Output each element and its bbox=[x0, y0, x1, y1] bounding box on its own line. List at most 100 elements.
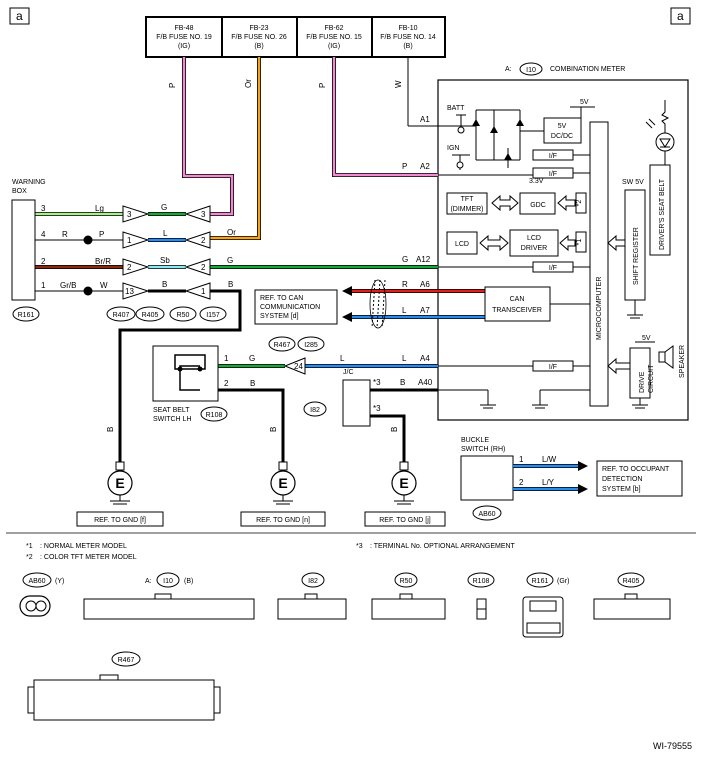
pin-label-a2: A2 bbox=[420, 162, 430, 171]
wb-pin-1: 1 bbox=[41, 281, 46, 290]
wire-label-b-4: B bbox=[250, 379, 255, 388]
wire-p-fb62 bbox=[332, 57, 438, 177]
svg-text:E: E bbox=[115, 475, 124, 491]
wire-label-g-4: G bbox=[249, 354, 255, 363]
connector-view-ab60: AB60 (Y) bbox=[19, 572, 64, 617]
wire-label-b-1: B bbox=[162, 280, 167, 289]
svg-text:*2: *2 bbox=[576, 200, 583, 207]
svg-text:R405: R405 bbox=[623, 578, 640, 585]
connector-view-r161: R161 (Gr) bbox=[522, 572, 569, 638]
wire-label-l-1: L bbox=[163, 229, 168, 238]
svg-text:5V: 5V bbox=[642, 335, 651, 342]
wire-label-w-1: W bbox=[394, 80, 403, 88]
svg-text:DRIVER: DRIVER bbox=[521, 245, 547, 252]
fuse-3-name: F/B FUSE NO. 15 bbox=[306, 34, 362, 41]
ground-n: E REF. TO GND [n] bbox=[240, 461, 326, 527]
svg-text:MICROCOMPUTER: MICROCOMPUTER bbox=[596, 277, 603, 340]
connector-view-i10: A: I10 (B) bbox=[83, 572, 255, 620]
svg-text:R407: R407 bbox=[113, 312, 130, 319]
svg-text:E: E bbox=[399, 475, 408, 491]
svg-text:R467: R467 bbox=[118, 657, 135, 664]
svg-text:I82: I82 bbox=[308, 578, 318, 585]
pin-label-a7: A7 bbox=[420, 306, 430, 315]
wire-label-or-2: Or bbox=[227, 228, 236, 237]
sb-pin-1: 1 bbox=[224, 354, 229, 363]
fuse-1-sub: (IG) bbox=[178, 43, 190, 50]
svg-text:I285: I285 bbox=[304, 342, 318, 349]
connector-view-r50: R50 bbox=[371, 572, 446, 620]
fuse-1-id: FB-48 bbox=[174, 25, 193, 32]
wire-label-l-3: L bbox=[340, 354, 345, 363]
svg-text:R405: R405 bbox=[142, 312, 159, 319]
wire-label-g-2: G bbox=[227, 256, 233, 265]
wire-label-b-3: B bbox=[106, 427, 115, 432]
wire-label-p-3: P bbox=[402, 162, 407, 171]
fuse-3-sub: (IG) bbox=[328, 43, 340, 50]
svg-text:2: 2 bbox=[127, 263, 132, 272]
warning-box bbox=[11, 199, 36, 301]
svg-text:TRANSCEIVER: TRANSCEIVER bbox=[492, 307, 542, 314]
svg-text:L/W: L/W bbox=[542, 455, 557, 464]
connector-right: 3 2 2 1 bbox=[184, 205, 211, 300]
jc-label: J/C bbox=[343, 369, 354, 376]
svg-text:BUCKLE: BUCKLE bbox=[461, 437, 489, 444]
fuse-2-name: F/B FUSE NO. 26 bbox=[231, 34, 287, 41]
svg-text:TFT: TFT bbox=[461, 196, 475, 203]
svg-text:1: 1 bbox=[127, 236, 132, 245]
warning-box-connector: R161 bbox=[18, 312, 35, 319]
svg-text:I/F: I/F bbox=[549, 171, 557, 178]
svg-text:I/F: I/F bbox=[549, 364, 557, 371]
svg-text:IGN: IGN bbox=[447, 145, 459, 152]
svg-text:(Gr): (Gr) bbox=[557, 578, 569, 585]
wb-pin-3: 3 bbox=[41, 204, 46, 213]
wire-b-gnd-f bbox=[118, 289, 242, 465]
svg-text:R50: R50 bbox=[177, 312, 190, 319]
ground-f: E REF. TO GND [f] bbox=[76, 461, 164, 527]
wire-label-lg: Lg bbox=[95, 204, 104, 213]
svg-text:COMMUNICATION: COMMUNICATION bbox=[260, 304, 320, 311]
wire-label-sb: Sb bbox=[160, 256, 170, 265]
wire-label-p-4: P bbox=[99, 230, 104, 239]
svg-text:3: 3 bbox=[127, 210, 132, 219]
svg-text:2: 2 bbox=[519, 478, 524, 487]
svg-text:3.3V: 3.3V bbox=[529, 178, 544, 185]
pin-label-a40: A40 bbox=[418, 378, 433, 387]
fuse-2-sub: (B) bbox=[254, 43, 263, 50]
ground-ref-n: REF. TO GND [n] bbox=[256, 517, 310, 524]
svg-text:SYSTEM [d]: SYSTEM [d] bbox=[260, 313, 299, 320]
svg-text:(DIMMER): (DIMMER) bbox=[450, 206, 483, 213]
svg-text:24: 24 bbox=[294, 362, 303, 371]
note-2-mark: *2 bbox=[26, 554, 33, 561]
meter-internals: BATT IGN 5V DC/DC 5V I/F I/F MICROCOMPUT… bbox=[438, 99, 686, 409]
warning-box-label-1: WARNING bbox=[12, 179, 46, 186]
svg-text:(Y): (Y) bbox=[55, 578, 64, 585]
wire-label-b-6: B bbox=[400, 378, 405, 387]
ground-ref-j: REF. TO GND [j] bbox=[379, 517, 431, 524]
svg-text:DETECTION: DETECTION bbox=[602, 476, 642, 483]
corner-label-right-box bbox=[670, 7, 691, 25]
wire-label-gr-b: Gr/B bbox=[60, 281, 76, 290]
wire-label-r: R bbox=[62, 230, 68, 239]
connector-view-i82: I82 bbox=[277, 572, 347, 620]
wire-label-p-1: P bbox=[168, 83, 177, 88]
corner-label-left: a bbox=[16, 9, 23, 23]
figure-id: WI-79555 bbox=[653, 741, 692, 751]
svg-text:DC/DC: DC/DC bbox=[551, 133, 573, 140]
fuse-4-name: F/B FUSE NO. 14 bbox=[380, 34, 436, 41]
svg-text:A:: A: bbox=[145, 578, 152, 585]
seat-belt-label-1: SEAT BELT bbox=[153, 407, 190, 414]
ground-j: E REF. TO GND [j] bbox=[364, 461, 446, 527]
warning-box-label-2: BOX bbox=[12, 188, 27, 195]
note-1: : NORMAL METER MODEL bbox=[40, 543, 127, 550]
pin-label-a6: A6 bbox=[420, 280, 430, 289]
svg-text:I157: I157 bbox=[206, 312, 220, 319]
svg-text:(B): (B) bbox=[184, 578, 193, 585]
svg-text:I10: I10 bbox=[163, 578, 173, 585]
svg-text:LCD: LCD bbox=[455, 241, 469, 248]
svg-text:I/F: I/F bbox=[549, 153, 557, 160]
fuse-1-name: F/B FUSE NO. 19 bbox=[156, 34, 212, 41]
wire-label-br-r: Br/R bbox=[95, 257, 111, 266]
note-1-mark: *1 bbox=[26, 543, 33, 550]
svg-text:5V: 5V bbox=[580, 99, 589, 106]
wire-or bbox=[210, 57, 261, 240]
